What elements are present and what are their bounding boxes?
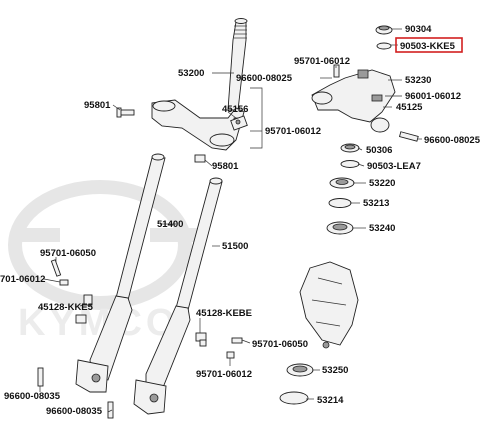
- race-53213: [328, 198, 352, 208]
- label-95801-lower: 95801: [212, 161, 239, 172]
- part-labels: 90304 90503-KKE5 53200 95701-06012 96600…: [0, 24, 480, 417]
- race-53214: [279, 391, 309, 405]
- bolt-95701-06012-right: [226, 351, 235, 359]
- leader-lines: [39, 28, 422, 413]
- label-90503-kke5: 90503-KKE5: [400, 41, 456, 52]
- label-95701-06012-right: 95701-06012: [196, 369, 252, 380]
- bolt-95701-06050-right: [231, 337, 243, 344]
- clip-45128-kebe: [195, 332, 207, 347]
- bolt-95701-06050-left: [50, 259, 62, 277]
- label-53214: 53214: [317, 395, 344, 406]
- fork-leg-right: [133, 177, 223, 415]
- label-53250: 53250: [322, 365, 348, 376]
- label-90304: 90304: [405, 24, 432, 35]
- label-45128-kke5: 45128-KKE5: [38, 302, 94, 313]
- label-45125: 45125: [396, 102, 423, 113]
- label-51500: 51500: [222, 241, 248, 252]
- label-96001: 96001-06012: [405, 91, 461, 102]
- label-50306: 50306: [366, 145, 392, 156]
- bolt-95801-lower: [194, 154, 206, 163]
- frame-head: [299, 261, 359, 349]
- label-95701-06050-right: 95701-06050: [252, 339, 308, 350]
- watermark-text: KYMCO: [18, 302, 179, 344]
- bolt-96600-side: [398, 131, 419, 142]
- nut-90304: [375, 25, 393, 35]
- label-95701-top: 95701-06012: [294, 56, 350, 67]
- bolt-95701-06012-left: [59, 279, 69, 286]
- label-90503-lea7: 90503-LEA7: [367, 161, 421, 172]
- label-95701-mid: 95701-06012: [265, 126, 321, 137]
- label-95701-06050-left: 95701-06050: [40, 248, 96, 259]
- race-53240: [326, 221, 354, 235]
- bearing-53250: [286, 363, 314, 377]
- highlight-box: [395, 37, 463, 53]
- label-95801-upper: 95801: [84, 100, 111, 111]
- label-96600-side: 96600-08025: [424, 135, 480, 146]
- part-45156: [230, 115, 248, 131]
- bolt-95701-top: [333, 64, 340, 78]
- label-53213: 53213: [363, 198, 389, 209]
- label-53200: 53200: [178, 68, 204, 79]
- group-bracket: [250, 87, 263, 149]
- part-50306: [340, 143, 360, 153]
- lower-triple-clamp: [151, 99, 245, 151]
- label-96600-upper: 96600-08025: [236, 73, 293, 84]
- fork-leg-left: [75, 153, 166, 393]
- label-96600-08035-lower: 96600-08035: [46, 406, 103, 417]
- bolt-95801-upper: [116, 107, 135, 118]
- label-53220: 53220: [369, 178, 395, 189]
- bolt-96600-08035-left: [37, 367, 44, 387]
- label-53230: 53230: [405, 75, 431, 86]
- label-95701-06012-left: 701-06012: [0, 274, 45, 285]
- bearing-53220: [329, 177, 355, 189]
- clip-45128-kke5: [75, 294, 93, 324]
- bolt-96600-08035-lower: [107, 401, 114, 419]
- label-51400: 51400: [157, 219, 183, 230]
- upper-triple-clamp: [311, 69, 396, 133]
- part-90503-lea7: [340, 160, 360, 168]
- label-45128-kebe: 45128-KEBE: [196, 308, 252, 319]
- steering-stem: [227, 18, 248, 111]
- watermark: KYMCO: [8, 180, 200, 344]
- washer-90503-kke5: [376, 42, 392, 50]
- label-53240: 53240: [369, 223, 395, 234]
- label-45156: 45156: [222, 104, 248, 115]
- label-96600-08035-left: 96600-08035: [4, 391, 61, 402]
